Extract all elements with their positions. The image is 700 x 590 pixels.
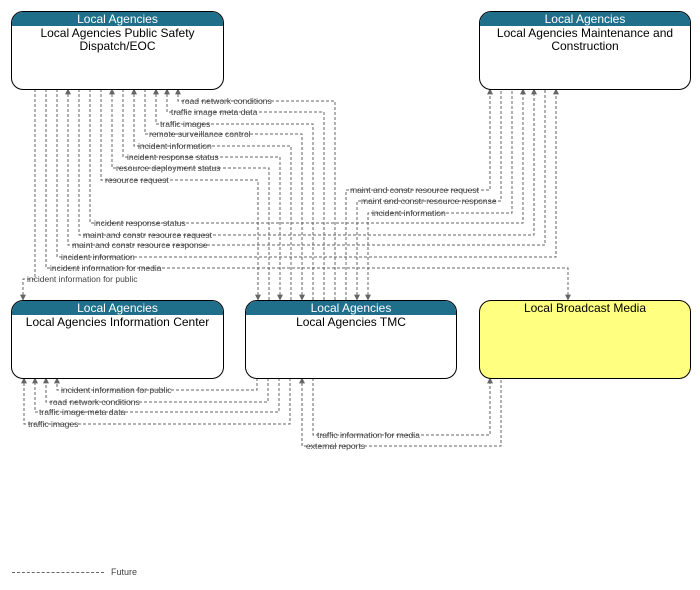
node-name: Local Agencies Maintenance and Construct… <box>496 26 674 53</box>
flow-label: maint and constr resource response <box>361 196 497 206</box>
node-maintenance-construction[interactable]: Local Agencies Local Agencies Maintenanc… <box>479 11 691 90</box>
node-public-safety-dispatch[interactable]: Local Agencies Local Agencies Public Saf… <box>11 11 224 90</box>
flow-label: incident information <box>372 208 446 218</box>
flow-label: incident information <box>61 252 135 262</box>
flow-traffic-information-for-media <box>312 377 493 436</box>
node-header: Local Agencies <box>246 301 456 315</box>
node-name: Local Agencies Information Center <box>25 315 210 329</box>
flow-traffic-image-meta-data-tmc-dispatch <box>164 88 325 300</box>
legend-future-label: Future <box>111 567 138 577</box>
legend-future-line <box>12 572 104 573</box>
flow-road-network-conditions-tmc-info <box>43 377 269 403</box>
flow-label: traffic images <box>28 419 78 429</box>
flow-label: resource deployment status <box>116 163 220 173</box>
flow-label: incident information <box>138 141 212 151</box>
flow-maint-constr-resource-request-tmc-maint <box>345 88 493 300</box>
flow-traffic-images-tmc-info <box>21 377 291 425</box>
node-name: Local Agencies Public Safety Dispatch/EO… <box>40 26 195 53</box>
flow-resource-deployment-status <box>109 88 270 300</box>
flow-label: traffic information for media <box>317 430 420 440</box>
node-name: Local Agencies TMC <box>296 315 406 329</box>
node-information-center[interactable]: Local Agencies Local Agencies Informatio… <box>11 300 224 379</box>
flow-traffic-images-tmc-dispatch <box>153 88 314 300</box>
flow-label: remote surveillance control <box>149 129 251 139</box>
flow-traffic-image-meta-data-tmc-info <box>32 377 280 413</box>
flow-maint-constr-resource-response-maint-dispatch <box>65 88 546 246</box>
flow-external-reports <box>299 377 502 447</box>
flow-incident-information-maint-tmc <box>365 89 513 301</box>
flow-label: incident information for public <box>61 385 172 395</box>
node-tmc[interactable]: Local Agencies Local Agencies TMC <box>245 300 457 379</box>
flow-resource-request <box>100 89 261 301</box>
flow-maint-constr-resource-response-maint-tmc <box>354 89 502 301</box>
flow-label: traffic images <box>160 119 210 129</box>
node-local-broadcast-media[interactable]: Local Broadcast Media <box>479 300 691 379</box>
flow-label: incident information for public <box>27 274 138 284</box>
flow-label: maint and constr resource request <box>350 185 480 195</box>
flow-remote-surveillance-control <box>144 89 305 301</box>
flow-label: traffic image meta data <box>39 407 126 417</box>
flow-label: resource request <box>105 175 169 185</box>
flow-label: incident information for media <box>50 263 162 273</box>
flow-maint-constr-resource-request-dispatch-maint <box>78 88 537 236</box>
flow-incident-information-for-media-dispatch <box>45 89 571 301</box>
node-name: Local Broadcast Media <box>523 301 647 315</box>
flow-incident-information-for-public-dispatch <box>20 89 36 301</box>
flow-incident-response-status-dispatch-tmc <box>122 89 283 301</box>
flow-incident-response-status-dispatch-maint <box>89 88 526 224</box>
flow-label: maint and constr resource response <box>72 240 208 250</box>
flow-incident-information-for-public-tmc <box>54 377 258 391</box>
flow-road-network-conditions-tmc-dispatch <box>175 88 336 300</box>
flow-label: maint and constr resource request <box>83 230 213 240</box>
flow-label: external reports <box>306 441 365 451</box>
node-header: Local Agencies <box>480 12 690 26</box>
node-header: Local Agencies <box>12 301 223 315</box>
flow-label: incident response status <box>127 152 219 162</box>
flow-incident-information-dispatch-maint <box>56 88 559 258</box>
flow-label: traffic image meta data <box>171 107 258 117</box>
flow-label: incident response status <box>94 218 186 228</box>
node-header: Local Agencies <box>12 12 223 26</box>
flow-label: road network conditions <box>50 397 140 407</box>
flow-label: road network conditions <box>182 96 272 106</box>
